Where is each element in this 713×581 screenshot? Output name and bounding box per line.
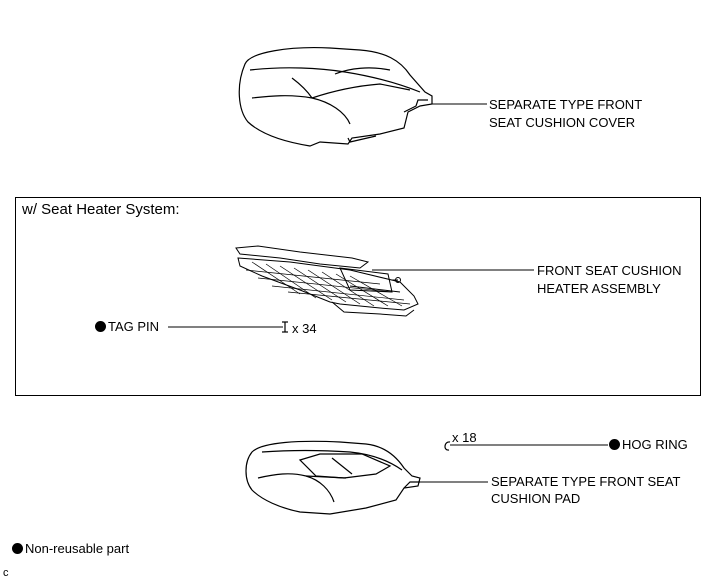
tag-pin-text: TAG PIN [108, 319, 160, 334]
seat-cushion-pad-illustration [245, 440, 421, 515]
non-reusable-dot-icon [12, 543, 23, 554]
seat-heater-box-title: w/ Seat Heater System: [22, 201, 180, 218]
legend-text: Non-reusable part [25, 541, 130, 556]
cover-label-line2: SEAT CUSHION COVER [489, 115, 636, 130]
corner-mark: c [3, 567, 9, 579]
legend: Non-reusable part [12, 541, 129, 557]
hog-ring-quantity: x 18 [452, 430, 477, 445]
hog-ring-label: HOG RING [609, 436, 688, 454]
tag-pin-quantity: x 34 [292, 321, 317, 336]
hog-ring-text: HOG RING [622, 437, 688, 452]
seat-cushion-cover-illustration [238, 47, 433, 147]
hog-ring-icon [444, 441, 451, 451]
tag-pin-icon [282, 321, 288, 333]
seat-heater-system-box [15, 197, 701, 396]
non-reusable-dot-icon [609, 439, 620, 450]
heater-assembly-illustration [235, 245, 419, 317]
cover-label-line1: SEPARATE TYPE FRONT [489, 97, 643, 112]
pad-label-line1: SEPARATE TYPE FRONT SEAT [491, 474, 681, 489]
heater-label-line1: FRONT SEAT CUSHION [537, 263, 682, 278]
heater-label-line2: HEATER ASSEMBLY [537, 281, 661, 296]
non-reusable-dot-icon [95, 321, 106, 332]
tag-pin-label: TAG PIN [95, 318, 159, 336]
pad-label-line2: CUSHION PAD [491, 491, 581, 506]
